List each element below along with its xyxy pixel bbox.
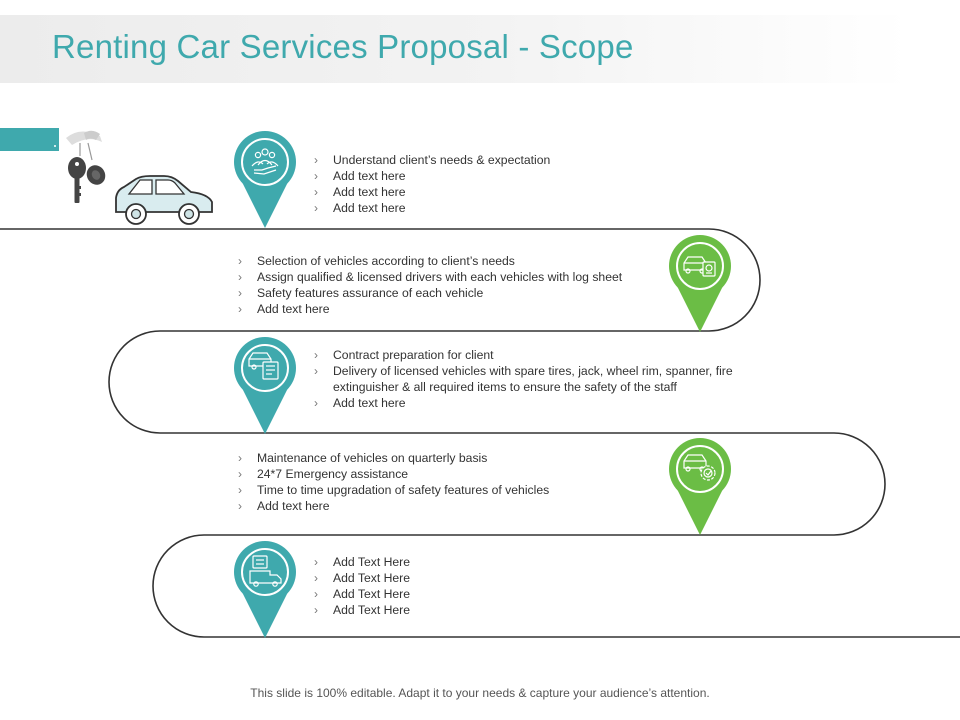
chevron-right-icon: › xyxy=(314,169,318,183)
chevron-right-icon: › xyxy=(314,364,318,378)
chevron-right-icon: › xyxy=(314,603,318,617)
footer-note: This slide is 100% editable. Adapt it to… xyxy=(250,686,710,700)
chevron-right-icon: › xyxy=(238,302,242,316)
chevron-right-icon: › xyxy=(238,483,242,497)
bullet-item: ›Delivery of licensed vehicles with spar… xyxy=(314,364,733,394)
chevron-right-icon: › xyxy=(314,153,318,167)
map-pin-stage-1 xyxy=(234,131,296,228)
bullet-item: ›Safety features assurance of each vehic… xyxy=(238,286,484,300)
stage-5-text: ›Add Text Here ›Add Text Here ›Add Text … xyxy=(314,554,734,618)
bullet-item: ›Understand client’s needs & expectation xyxy=(314,153,551,167)
map-pin-stage-2 xyxy=(669,235,731,332)
car-icon xyxy=(115,175,213,225)
chevron-right-icon: › xyxy=(238,286,242,300)
bullet-item: ›24*7 Emergency assistance xyxy=(238,467,409,481)
bullet-item: ›Add text here xyxy=(238,499,330,513)
stage-3-text: ›Contract preparation for client ›Delive… xyxy=(314,347,742,411)
chevron-right-icon: › xyxy=(238,451,242,465)
chevron-right-icon: › xyxy=(238,270,242,284)
bullet-item: ›Maintenance of vehicles on quarterly ba… xyxy=(238,451,488,465)
chevron-right-icon: › xyxy=(238,254,242,268)
chevron-right-icon: › xyxy=(314,396,318,410)
bullet-item: ›Add text here xyxy=(314,185,406,199)
car-contract-icon xyxy=(248,352,279,380)
chevron-right-icon: › xyxy=(314,185,318,199)
page-title: Renting Car Services Proposal - Scope xyxy=(52,28,634,65)
bullet-item: ›Add text here xyxy=(238,302,330,316)
bullet-item: ›Add text here xyxy=(314,169,406,183)
bullet-item: ›Add Text Here xyxy=(314,587,411,601)
chevron-right-icon: › xyxy=(314,571,318,585)
bullet-item: ›Add Text Here xyxy=(314,571,411,585)
car-maintenance-icon xyxy=(683,454,716,481)
car-keys-icon xyxy=(66,130,106,203)
delivery-truck-icon xyxy=(249,555,282,587)
accent-dot xyxy=(54,145,56,147)
stage-4-text: ›Maintenance of vehicles on quarterly ba… xyxy=(238,450,658,514)
stage-1-text: ›Understand client’s needs & expectation… xyxy=(314,152,734,216)
bullet-item: ›Contract preparation for client xyxy=(314,348,494,362)
accent-tab xyxy=(0,128,59,151)
map-pin-stage-5 xyxy=(234,541,296,638)
map-pin-stage-4 xyxy=(669,438,731,535)
chevron-right-icon: › xyxy=(314,555,318,569)
chevron-right-icon: › xyxy=(238,499,242,513)
chevron-right-icon: › xyxy=(238,467,242,481)
chevron-right-icon: › xyxy=(314,587,318,601)
title-band xyxy=(0,15,910,83)
bullet-item: ›Add Text Here xyxy=(314,555,411,569)
stage-2-text: ›Selection of vehicles according to clie… xyxy=(238,253,658,317)
road-path xyxy=(0,228,960,638)
bullet-item: ›Add text here xyxy=(314,396,406,410)
map-pin-stage-3 xyxy=(234,337,296,434)
bullet-item: ›Selection of vehicles according to clie… xyxy=(238,254,515,268)
bullet-item: ›Assign qualified & licensed drivers wit… xyxy=(238,270,623,284)
chevron-right-icon: › xyxy=(314,348,318,362)
bullet-item: ›Add Text Here xyxy=(314,603,411,617)
bullet-item: ›Add text here xyxy=(314,201,406,215)
chevron-right-icon: › xyxy=(314,201,318,215)
bullet-item: ›Time to time upgradation of safety feat… xyxy=(238,483,550,497)
customer-group-icon xyxy=(251,148,279,175)
car-certificate-icon xyxy=(683,256,716,277)
